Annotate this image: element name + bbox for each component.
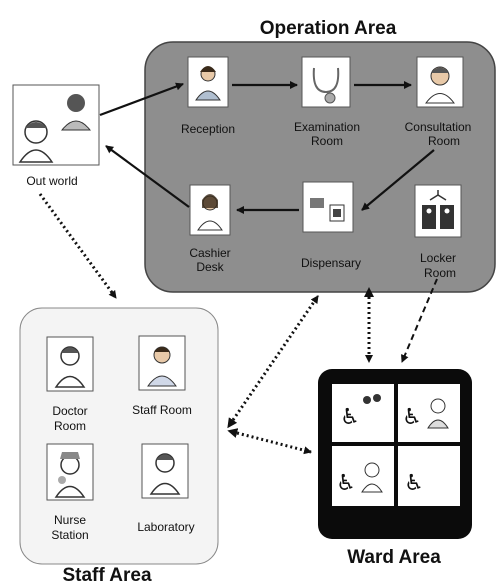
reception-node: Reception [181, 56, 235, 136]
ward-cell-4: ♿ [398, 446, 460, 506]
cashier-desk-label-line1: Cashier [189, 246, 230, 260]
ward-cell-1: ♿ [332, 384, 394, 442]
operation-area-title: Operation Area [260, 18, 397, 39]
wheelchair-icon [398, 446, 460, 506]
reception-label: Reception [181, 122, 235, 136]
operation-area-box [144, 41, 496, 293]
consultation-room-label-line2: Room [428, 134, 460, 148]
laboratory-label: Laboratory [137, 520, 194, 534]
out-world-node: Out world [12, 84, 100, 188]
examination-room-label-line2: Room [311, 134, 343, 148]
locker-room-label-line1: Locker [420, 251, 456, 265]
people-icon [12, 84, 100, 166]
examination-room-node: Examination Room [294, 56, 360, 148]
arrow-cashier-to-outworld [105, 145, 190, 208]
arrow-consultation-to-dispensary [361, 149, 435, 211]
cashier-desk-label-line2: Desk [196, 260, 224, 274]
nurse-station-label-line1: Nurse [54, 513, 86, 527]
doctor-room-node: Doctor Room [46, 336, 94, 433]
ward-cell-2: ♿ [398, 384, 460, 442]
arrow-outworld-to-reception [99, 82, 184, 117]
staff-room-node: Staff Room [132, 335, 192, 417]
connection-arrows [38, 193, 374, 455]
dispensary-node: Dispensary [301, 181, 361, 270]
svg-text:♿: ♿ [402, 405, 422, 430]
wheelchair-doctor-icon [332, 446, 394, 506]
staff-area-title: Staff Area [62, 565, 151, 585]
cashier-desk-node: Cashier Desk [189, 184, 231, 274]
examination-room-label-line1: Examination [294, 120, 360, 134]
arrow-outworld-to-staff-area [38, 193, 118, 299]
consultation-room-node: Consultation Room [405, 56, 472, 148]
ward-cell-3: ♿ [332, 446, 394, 506]
wheelchair-visitors-icon [332, 384, 394, 442]
ward-area-title: Ward Area [347, 547, 441, 568]
wheelchair-nurse-icon [398, 384, 460, 442]
locker-room-node: Locker Room [414, 184, 462, 280]
nurse-station-label-line2: Station [51, 528, 88, 542]
svg-text:♿: ♿ [404, 471, 424, 496]
svg-text:♿: ♿ [336, 471, 356, 496]
flow-arrows [99, 81, 435, 214]
laboratory-node: Laboratory [137, 443, 195, 534]
out-world-label: Out world [26, 174, 77, 188]
nurse-station-node: Nurse Station [46, 443, 94, 542]
svg-text:♿: ♿ [340, 405, 360, 430]
arrow-staff-to-operation [227, 295, 320, 429]
dispensary-label: Dispensary [301, 256, 361, 270]
consultation-room-label-line1: Consultation [405, 120, 472, 134]
arrow-locker-to-ward [401, 278, 438, 363]
staff-room-label: Staff Room [132, 403, 192, 417]
doctor-room-label-line1: Doctor [52, 404, 87, 418]
arrow-staff-to-ward [227, 428, 312, 455]
locker-room-label-line2: Room [424, 266, 456, 280]
doctor-room-label-line2: Room [54, 419, 86, 433]
